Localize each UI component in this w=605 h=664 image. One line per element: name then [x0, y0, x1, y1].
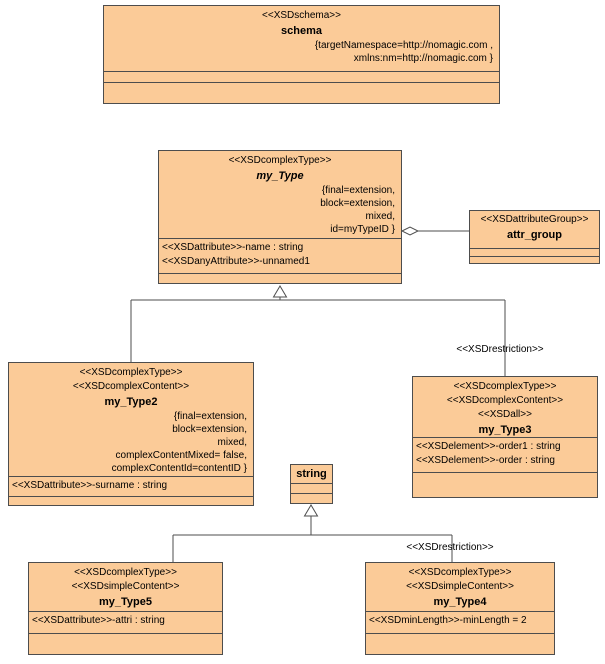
tagged-values: {final=extension, block=extension, mixed… [159, 184, 401, 236]
stereotype-label: <<XSDcomplexContent>> [72, 381, 190, 392]
tag-line: {final=extension, [173, 411, 247, 422]
tag-line: {final=extension, [321, 185, 395, 196]
tag-line: block=extension, [172, 424, 247, 435]
attribute-row[interactable]: <<XSDelement>>-order1 : string [416, 441, 561, 452]
stereotype-label: <<XSDcomplexType>> [408, 567, 512, 578]
stereotype-label: <<XSDcomplexContent>> [446, 395, 564, 406]
stereotype-label: <<XSDcomplexType>> [228, 155, 332, 166]
empty-compartment [29, 633, 222, 654]
tagged-values: {final=extension, block=extension, mixed… [9, 410, 253, 475]
stereotype-label: <<XSDattributeGroup>> [480, 214, 589, 225]
stereotype-label: <<XSDsimpleContent>> [406, 581, 514, 592]
stereotype-label: <<XSDcomplexType>> [74, 567, 177, 578]
attribute-row[interactable]: <<XSDattribute>>-name : string [162, 242, 304, 253]
class-attr-group[interactable]: <<XSDattributeGroup>> attr_group [469, 210, 600, 264]
class-string-header: string [291, 465, 332, 483]
attribute-row[interactable]: <<XSDattribute>>-attri : string [32, 615, 165, 626]
empty-compartment [470, 248, 599, 256]
attribute-compartment: <<XSDattribute>>-name : string <<XSDanyA… [159, 238, 401, 273]
class-my-type5-header: <<XSDcomplexType>> <<XSDsimpleContent>> … [29, 563, 222, 611]
tag-line: mixed, [217, 437, 247, 448]
class-my-type-header: <<XSDcomplexType>> my_Type {final=extens… [159, 151, 401, 238]
class-attr-group-header: <<XSDattributeGroup>> attr_group [470, 211, 599, 248]
class-name: attr_group [507, 229, 562, 241]
generalization-connector-to-mytype[interactable] [130, 285, 506, 376]
empty-compartment [9, 496, 253, 505]
class-schema[interactable]: <<XSDschema>> schema {targetNamespace=ht… [103, 5, 500, 104]
empty-compartment [470, 256, 599, 263]
class-name: my_Type3 [478, 424, 532, 436]
class-name: my_Type [256, 170, 304, 182]
class-my-type5[interactable]: <<XSDcomplexType>> <<XSDsimpleContent>> … [28, 562, 223, 655]
stereotype-label: <<XSDcomplexType>> [453, 381, 557, 392]
generalization-connector-to-string[interactable] [172, 504, 453, 562]
empty-compartment [104, 82, 499, 103]
attribute-row[interactable]: <<XSDminLength>>-minLength = 2 [369, 615, 527, 626]
class-name: my_Type2 [104, 396, 158, 408]
class-name: my_Type4 [433, 596, 487, 608]
class-my-type2-header: <<XSDcomplexType>> <<XSDcomplexContent>>… [9, 363, 253, 476]
tag-line: complexContentMixed= false, [115, 450, 247, 461]
tag-line: block=extension, [320, 198, 395, 209]
attribute-row[interactable]: <<XSDanyAttribute>>-unnamed1 [162, 256, 310, 267]
empty-compartment [159, 273, 401, 283]
class-name: schema [281, 25, 322, 37]
aggregation-connector-mytype-attrgroup[interactable] [400, 226, 469, 236]
empty-compartment [366, 633, 554, 654]
tag-line: xmlns:nm=http://nomagic.com } [353, 53, 493, 64]
aggregation-diamond [400, 226, 420, 236]
generalization-triangle [303, 504, 319, 517]
tag-line: {targetNamespace=http://nomagic.com , [314, 40, 493, 51]
attribute-row[interactable]: <<XSDattribute>>-surname : string [12, 480, 168, 491]
stereotype-label: <<XSDall>> [478, 409, 532, 420]
tag-line: complexContentId=contentID } [111, 463, 247, 474]
attribute-compartment: <<XSDelement>>-order1 : string <<XSDelem… [413, 437, 597, 472]
class-string[interactable]: string [290, 464, 333, 504]
class-my-type4[interactable]: <<XSDcomplexType>> <<XSDsimpleContent>> … [365, 562, 555, 655]
class-my-type3[interactable]: <<XSDcomplexType>> <<XSDcomplexContent>>… [412, 376, 598, 498]
attribute-compartment: <<XSDattribute>>-attri : string [29, 611, 222, 633]
restriction-edge-label[interactable]: <<XSDrestriction>> [456, 344, 544, 355]
empty-compartment [104, 71, 499, 82]
class-my-type3-header: <<XSDcomplexType>> <<XSDcomplexContent>>… [413, 377, 597, 437]
attribute-row[interactable]: <<XSDelement>>-order : string [416, 455, 555, 466]
attribute-compartment: <<XSDminLength>>-minLength = 2 [366, 611, 554, 633]
empty-compartment [291, 493, 332, 503]
empty-compartment [413, 472, 597, 497]
class-name: my_Type5 [99, 596, 152, 608]
tagged-values: {targetNamespace=http://nomagic.com , xm… [104, 39, 499, 65]
stereotype-label: <<XSDsimpleContent>> [71, 581, 180, 592]
tag-line: mixed, [365, 211, 395, 222]
generalization-triangle [272, 285, 288, 298]
restriction-edge-label[interactable]: <<XSDrestriction>> [406, 542, 494, 553]
class-name: string [296, 468, 327, 480]
attribute-compartment: <<XSDattribute>>-surname : string [9, 476, 253, 496]
class-schema-header: <<XSDschema>> schema {targetNamespace=ht… [104, 6, 499, 71]
tag-line: id=myTypeID } [330, 224, 395, 235]
class-my-type2[interactable]: <<XSDcomplexType>> <<XSDcomplexContent>>… [8, 362, 254, 506]
class-my-type4-header: <<XSDcomplexType>> <<XSDsimpleContent>> … [366, 563, 554, 611]
class-my-type[interactable]: <<XSDcomplexType>> my_Type {final=extens… [158, 150, 402, 284]
empty-compartment [291, 483, 332, 493]
stereotype-label: <<XSDcomplexType>> [79, 367, 183, 378]
stereotype-label: <<XSDschema>> [262, 10, 341, 21]
